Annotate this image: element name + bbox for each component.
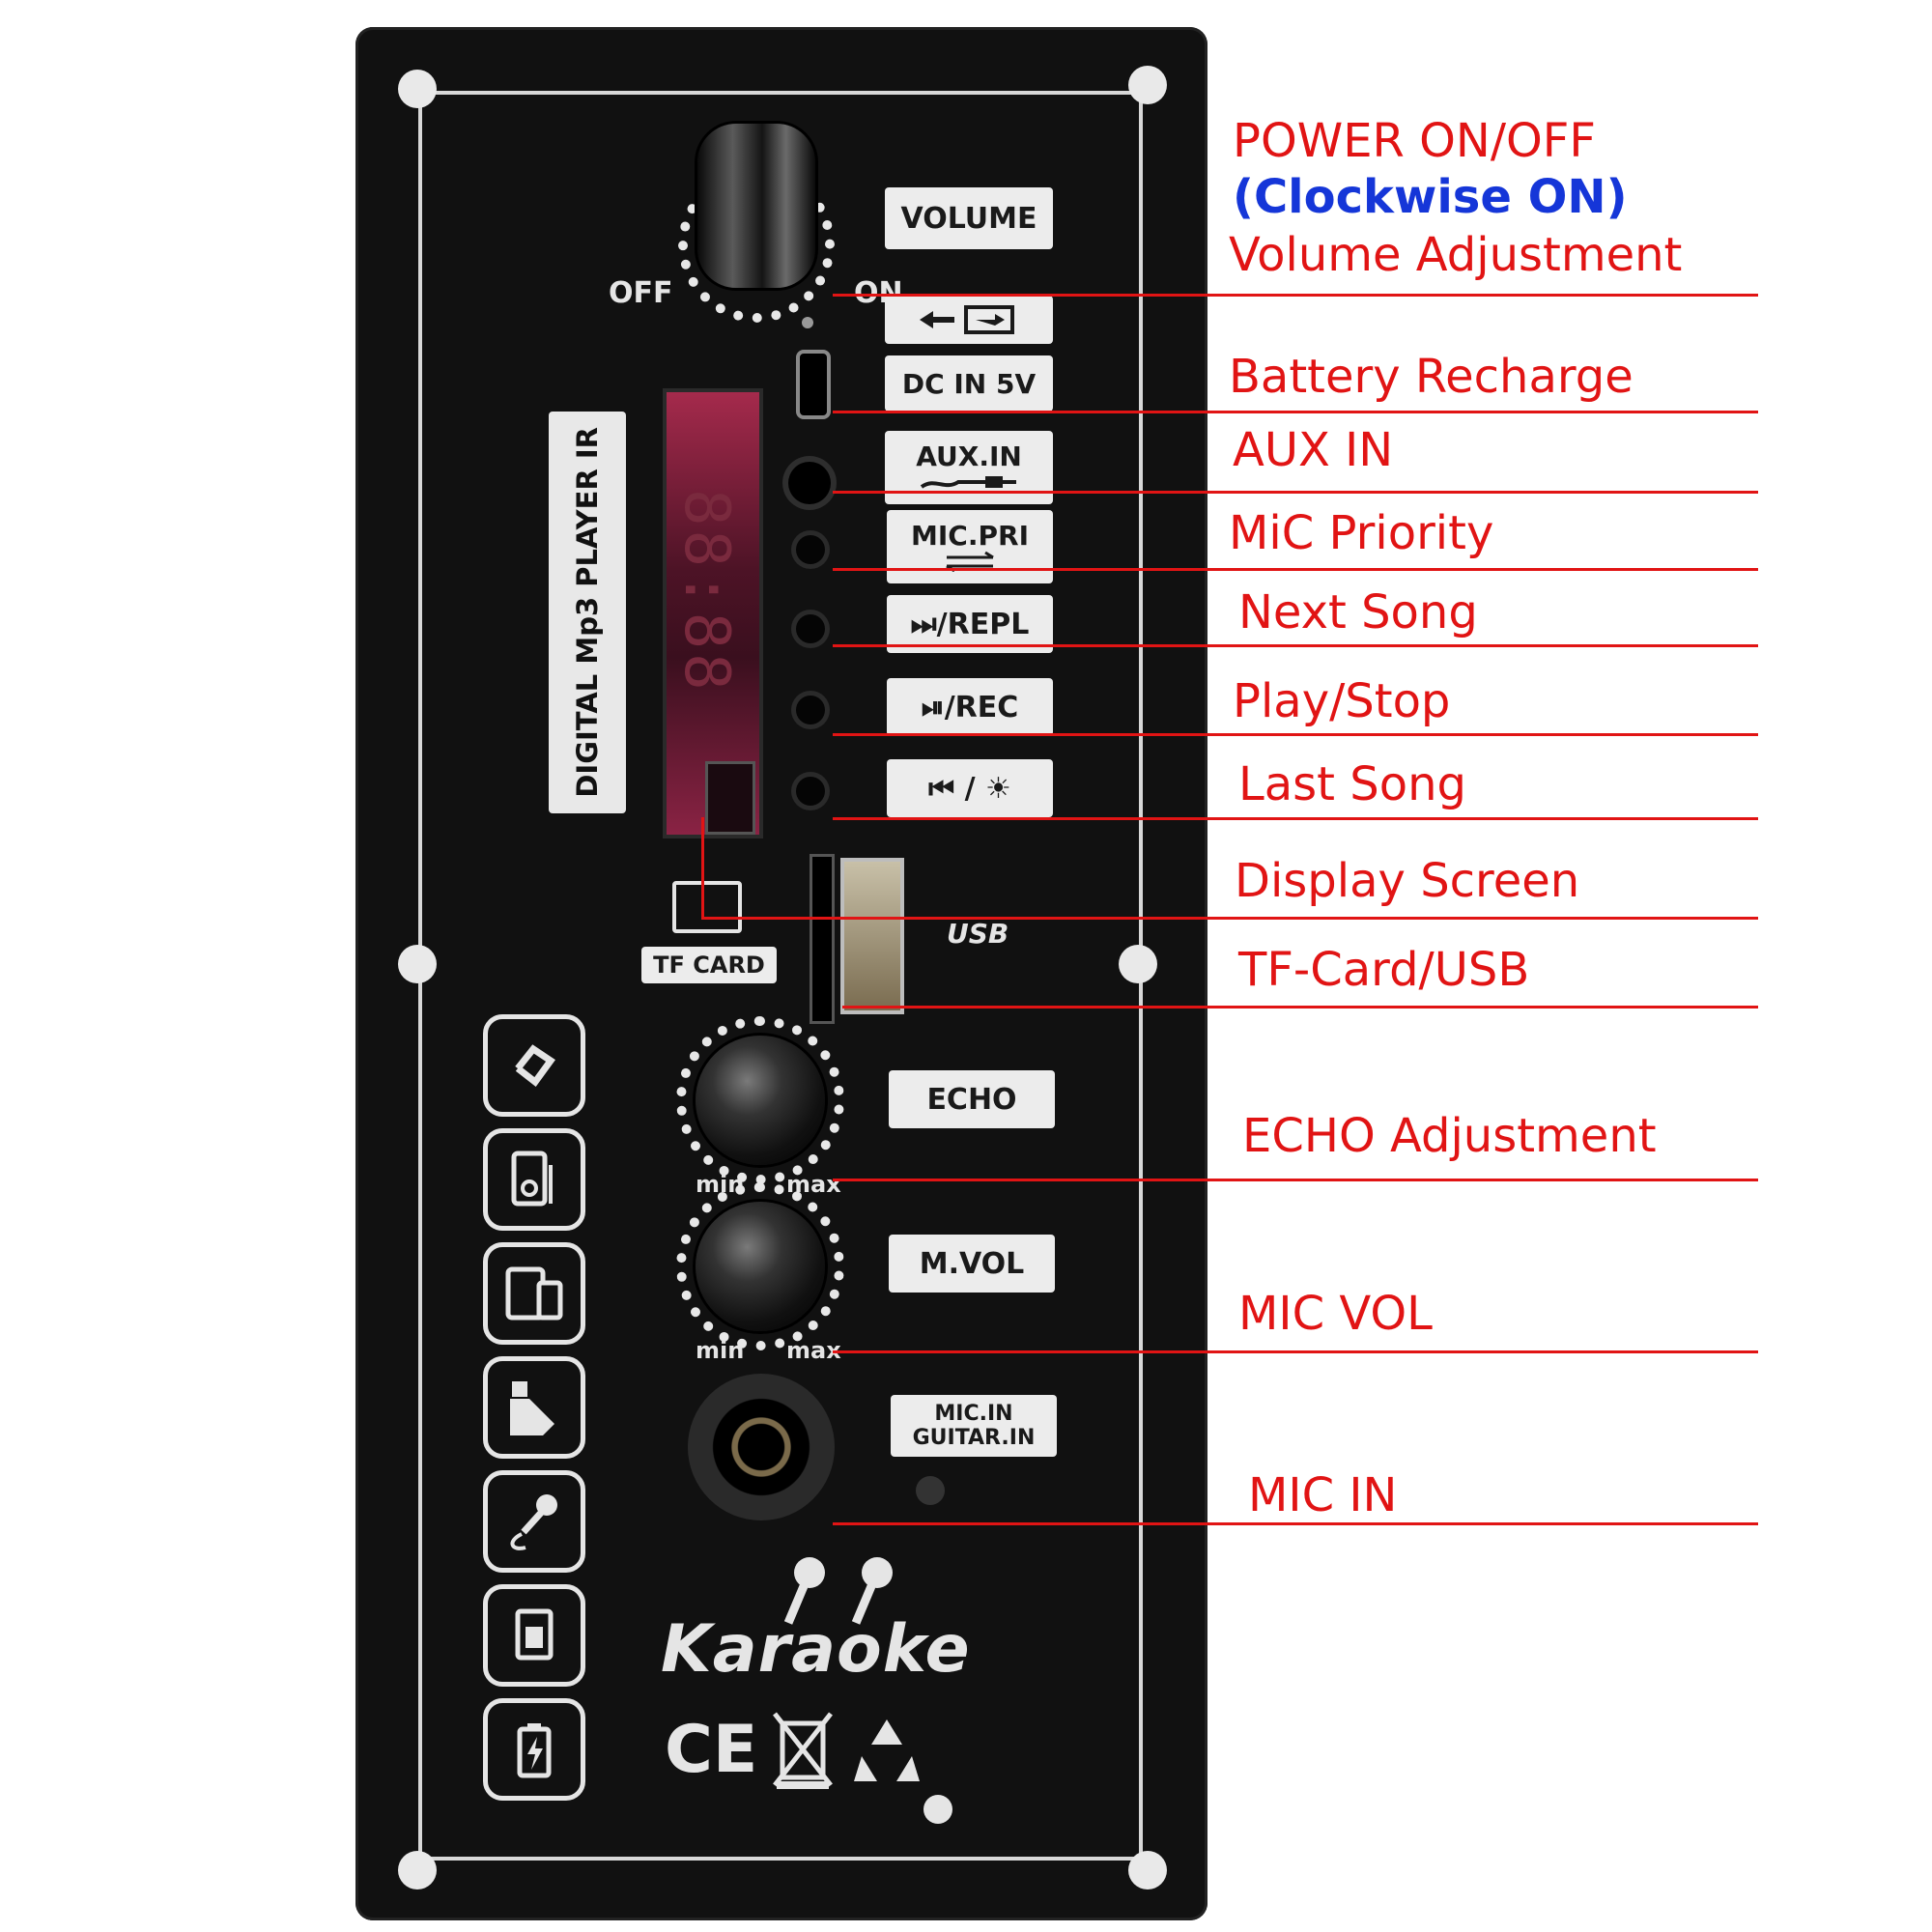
leader-aux: [833, 491, 1758, 494]
leader-play: [833, 733, 1758, 736]
leader-display-vertical: [701, 817, 704, 920]
display-digits: 88:88: [670, 489, 742, 695]
leader-battery: [833, 411, 1758, 413]
leader-volume: [833, 294, 1758, 297]
next-song-button[interactable]: [796, 614, 825, 643]
sd-card-icon: [672, 881, 742, 933]
mic-priority-button[interactable]: [796, 535, 825, 564]
leader-echo: [833, 1179, 1758, 1181]
mic-in-badge-line1: MIC.IN: [934, 1401, 1013, 1426]
mic-vol-badge: M.VOL: [889, 1235, 1055, 1293]
ir-receiver: [705, 761, 755, 835]
mount-hole: [398, 1851, 437, 1889]
volume-badge: VOLUME: [885, 187, 1053, 249]
mic-in-badge: MIC.IN GUITAR.IN: [891, 1395, 1057, 1457]
charge-indicator-badge: [885, 296, 1053, 344]
sd-card-feature-icon: [483, 1584, 585, 1687]
micvol-min-label: min: [696, 1337, 745, 1364]
callout-next: Next Song: [1238, 585, 1478, 639]
mount-hole: [1119, 945, 1157, 983]
mount-hole: [398, 945, 437, 983]
mic-in-jack[interactable]: [688, 1374, 835, 1520]
charge-led: [802, 317, 813, 328]
tf-card-badge: TF CARD: [641, 947, 777, 983]
mount-hole: [1128, 66, 1167, 104]
recycle-icon: [854, 1719, 920, 1781]
callout-volume: Volume Adjustment: [1229, 228, 1683, 282]
dc-in-port[interactable]: [796, 350, 831, 419]
mic-priority-badge: MIC.PRI: [887, 510, 1053, 583]
tablet-phone-icon: [483, 1242, 585, 1345]
aux-in-jack[interactable]: [788, 462, 831, 504]
dc-in-badge: DC IN 5V: [885, 355, 1053, 412]
battery-icon: [483, 1698, 585, 1801]
leader-display: [701, 917, 1758, 920]
mic-in-badge-line2: GUITAR.IN: [912, 1426, 1036, 1450]
microphone-icon: [483, 1470, 585, 1573]
callout-play: Play/Stop: [1233, 674, 1451, 728]
knob-off-label: OFF: [609, 276, 673, 310]
player-model-text: DIGITAL Mp3 PLAYER IR: [571, 427, 604, 798]
callout-echo: ECHO Adjustment: [1242, 1109, 1657, 1163]
leader-next: [833, 644, 1758, 647]
echo-badge: ECHO: [889, 1070, 1055, 1128]
echo-knob[interactable]: [696, 1036, 825, 1165]
play-stop-button[interactable]: [796, 696, 825, 724]
callout-power: POWER ON/OFF: [1233, 114, 1596, 168]
charge-input-icon: [920, 305, 1014, 334]
leader-tfusb: [842, 1006, 1758, 1009]
aux-cable-icon: [920, 476, 1016, 490]
callout-tfusb: TF-Card/USB: [1238, 943, 1530, 997]
callout-aux: AUX IN: [1233, 423, 1394, 477]
mount-hole: [398, 70, 437, 108]
microphones-logo-icon: [783, 1557, 893, 1625]
mount-hole: [1128, 1851, 1167, 1889]
leader-micvol: [833, 1350, 1758, 1353]
leader-mic-priority: [833, 568, 1758, 571]
panel-screw: [923, 1795, 952, 1824]
last-song-button[interactable]: [796, 777, 825, 806]
karaoke-brand: Karaoke: [661, 1611, 971, 1688]
usb-drive-icon: [483, 1356, 585, 1459]
echo-knob-scale: [676, 1016, 844, 1184]
bluetooth-icon: [483, 1014, 585, 1117]
callout-micvol: MIC VOL: [1238, 1287, 1433, 1341]
leader-last: [833, 817, 1758, 820]
last-song-badge: ⏮ / ☀: [887, 759, 1053, 817]
play-stop-badge: ⏯/REC: [887, 678, 1053, 736]
mic-led: [916, 1476, 945, 1505]
weee-bin-icon: [773, 1712, 833, 1789]
ce-mark: CE: [665, 1712, 758, 1788]
mic-priority-badge-text: MIC.PRI: [911, 519, 1029, 552]
next-song-badge: ⏭/REPL: [887, 595, 1053, 653]
callout-micin: MIC IN: [1248, 1468, 1398, 1522]
mic-vol-knob-scale: [676, 1182, 844, 1350]
tf-card-slot[interactable]: [810, 854, 835, 1024]
amplifier-panel: OFF ON VOLUME DC IN 5V AUX.IN MIC.PRI ⏭/…: [355, 27, 1208, 1920]
player-model-label: DIGITAL Mp3 PLAYER IR: [549, 412, 626, 813]
leader-micin: [833, 1522, 1758, 1525]
mp3-player-icon: [483, 1128, 585, 1231]
aux-in-badge-text: AUX.IN: [916, 440, 1022, 472]
usb-mark: USB: [947, 918, 1009, 950]
display-screen: 88:88: [663, 388, 763, 838]
callout-last: Last Song: [1238, 757, 1466, 811]
micvol-max-label: max: [786, 1337, 841, 1364]
volume-power-knob[interactable]: [697, 124, 815, 288]
callout-display: Display Screen: [1235, 854, 1580, 908]
usb-port[interactable]: [840, 858, 904, 1014]
callout-mic-priority: MiC Priority: [1229, 506, 1494, 560]
callout-battery: Battery Recharge: [1229, 350, 1634, 404]
callout-clockwise: (Clockwise ON): [1233, 170, 1628, 224]
mic-vol-knob[interactable]: [696, 1202, 825, 1331]
